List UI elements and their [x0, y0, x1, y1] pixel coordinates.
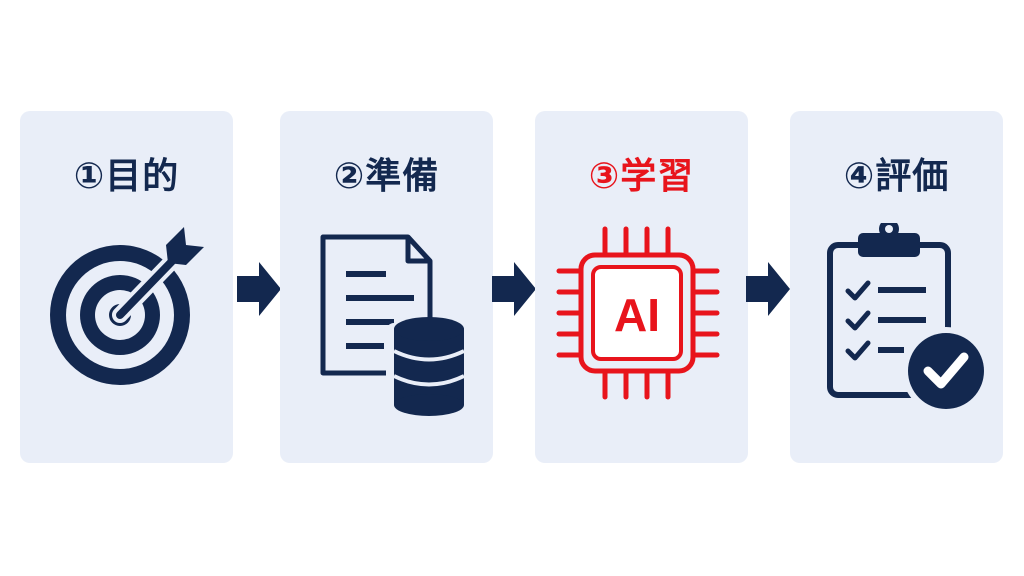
- step-card-learning: ③学習: [535, 111, 748, 463]
- arrow-right-icon: [492, 262, 536, 316]
- clipboard-check-icon: [827, 223, 990, 415]
- document-database-icon: [320, 234, 470, 416]
- ai-chip-label: AI: [614, 289, 660, 341]
- step-card-purpose: ①目的: [20, 111, 233, 463]
- step-title-learning: ③学習: [588, 156, 695, 197]
- step-title-evaluation: ④評価: [843, 156, 950, 197]
- target-icon: [50, 227, 204, 385]
- arrow-right-icon: [746, 262, 790, 316]
- step-card-preparation: ②準備: [280, 111, 493, 463]
- arrow-right-icon: [237, 262, 281, 316]
- step-title-purpose: ①目的: [73, 156, 180, 197]
- step-card-evaluation: ④評価: [790, 111, 1003, 463]
- step-title-preparation: ②準備: [333, 156, 440, 197]
- ai-chip-icon: AI: [556, 226, 720, 400]
